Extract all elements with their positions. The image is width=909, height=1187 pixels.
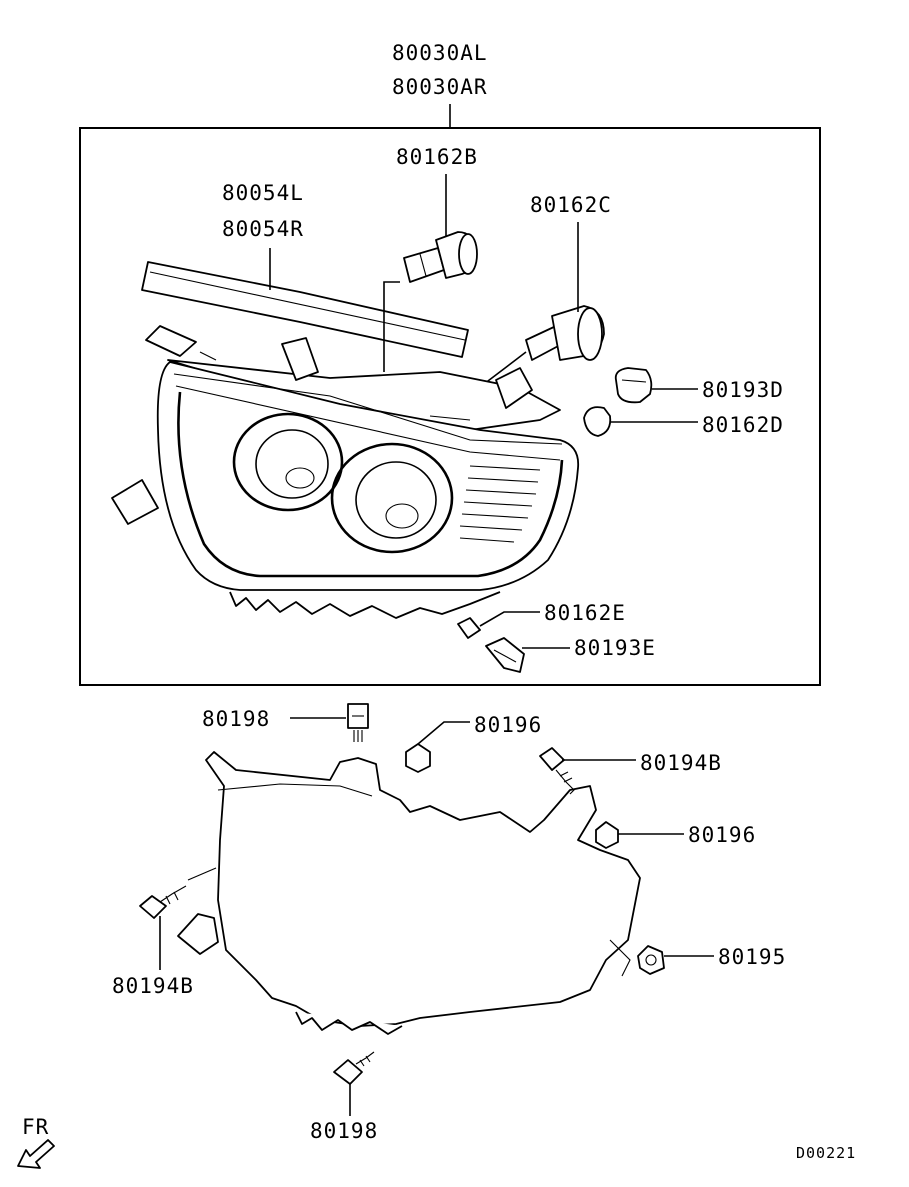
nut-lower-right <box>637 945 665 975</box>
nut-top-leader <box>417 721 470 745</box>
low-beam-install-line <box>483 351 527 385</box>
trim-strip-part <box>141 261 469 358</box>
low-beam-bulb-label: 80162C <box>530 193 612 217</box>
screw-top-right <box>539 747 575 795</box>
nut-top <box>405 743 431 773</box>
headlamp-housing <box>111 325 580 619</box>
screw-left-label: 80194B <box>112 974 194 998</box>
bulb-e <box>457 617 481 639</box>
nut-top-label: 80196 <box>474 713 542 737</box>
high-beam-bulb-label: 80162B <box>396 145 478 169</box>
trim-label-left: 80054L <box>222 181 304 205</box>
lower-housing-outline <box>177 751 641 1035</box>
screw-left <box>139 885 187 919</box>
bolt-top <box>347 703 369 742</box>
bulb-d <box>583 406 612 437</box>
bolt-bottom <box>333 1051 375 1085</box>
assembly-frame <box>79 127 821 686</box>
high-beam-bulb <box>403 231 478 283</box>
trim-label-right: 80054R <box>222 217 304 241</box>
nut-lower-right-label: 80195 <box>718 945 786 969</box>
nut-right-label: 80196 <box>688 823 756 847</box>
front-direction-label: FR <box>22 1115 49 1139</box>
screw-top-right-label: 80194B <box>640 751 722 775</box>
assembly-label-right: 80030AR <box>392 75 488 99</box>
high-beam-install-line <box>383 281 400 372</box>
front-arrow-icon <box>17 1139 55 1169</box>
low-beam-bulb <box>525 305 605 361</box>
socket-d-label: 80193D <box>702 378 784 402</box>
nut-right <box>595 821 619 849</box>
bulb-e-leader <box>479 611 540 627</box>
bolt-bottom-label: 80198 <box>310 1119 378 1143</box>
socket-e-label: 80193E <box>574 636 656 660</box>
assembly-label-left: 80030AL <box>392 41 488 65</box>
socket-d <box>614 367 653 404</box>
bulb-e-label: 80162E <box>544 601 626 625</box>
diagram-code: D00221 <box>796 1144 856 1162</box>
socket-e <box>485 637 525 673</box>
bulb-d-label: 80162D <box>702 413 784 437</box>
bolt-top-label: 80198 <box>202 707 270 731</box>
